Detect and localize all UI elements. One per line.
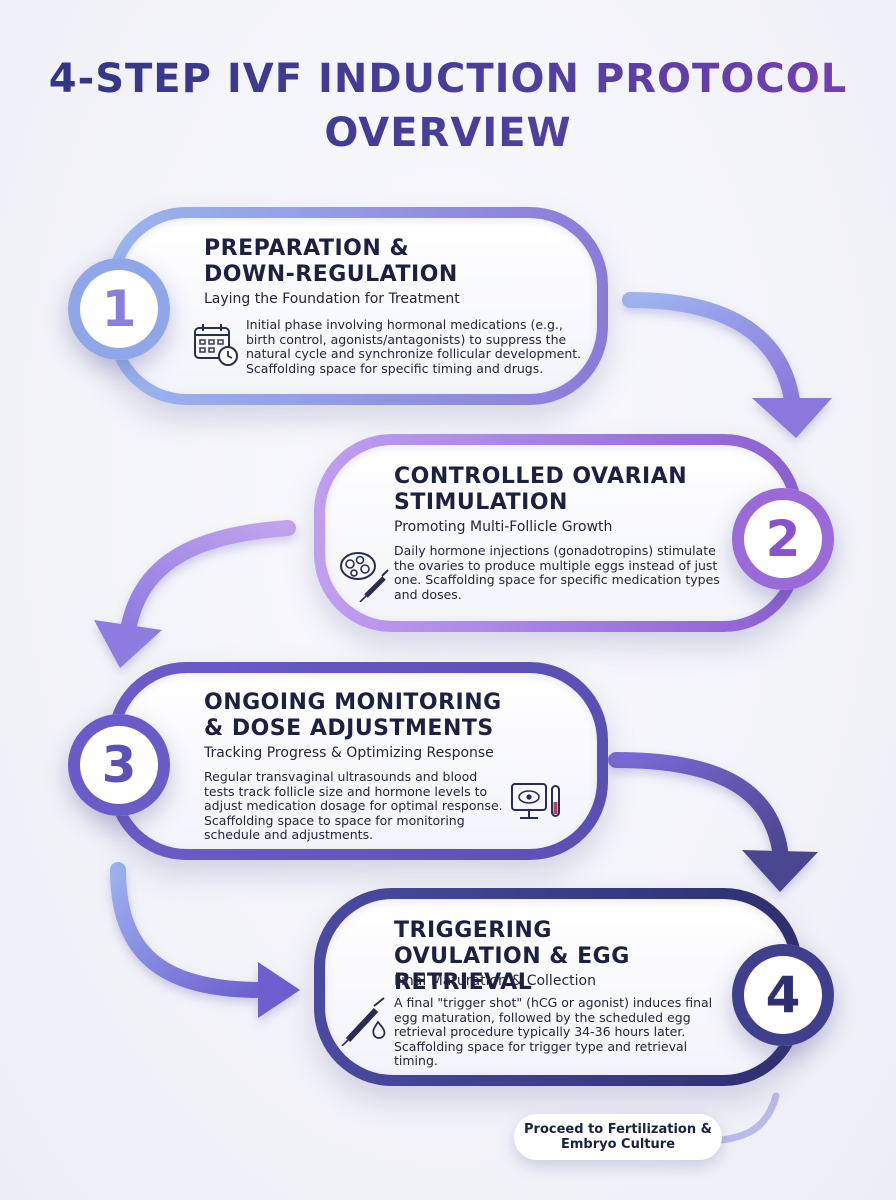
page-title: 4-STEP IVF INDUCTION PROTOCOL OVERVIEW: [0, 52, 896, 160]
step-1-title: PREPARATION & DOWN-REGULATION: [204, 236, 458, 287]
arrow-step2-to-step3: [94, 520, 296, 668]
ovary-syringe-icon: [340, 552, 389, 602]
step-2-number: 2: [765, 510, 801, 568]
step-1-badge: 1: [68, 258, 170, 360]
final-step-label: Proceed to Fertilization & Embryo Cultur…: [524, 1122, 712, 1152]
step-3-subtitle: Tracking Progress & Optimizing Response: [204, 745, 494, 761]
step-4-title: TRIGGERING OVULATION & EGG RETRIEVAL: [394, 918, 630, 995]
ultrasound-monitor-icon: [511, 783, 560, 819]
step-3-title: ONGOING MONITORING & DOSE ADJUSTMENTS: [204, 690, 502, 741]
step-1-number: 1: [101, 280, 137, 338]
step-1-card: [108, 207, 608, 405]
step-2-description: Daily hormone injections (gonadotropins)…: [394, 543, 720, 602]
arrow-into-step4: [110, 862, 300, 1018]
step-3-badge: 3: [68, 714, 170, 816]
step-4-description: A final "trigger shot" (hCG or agonist) …: [394, 995, 713, 1068]
arrow-step1-to-step2: [622, 292, 832, 438]
final-step-pill: Proceed to Fertilization & Embryo Cultur…: [514, 1114, 722, 1160]
step-1-description: Initial phase involving hormonal medicat…: [246, 317, 582, 376]
arrow-to-final: [718, 1092, 780, 1144]
arrow-step3-to-step4: [608, 752, 818, 892]
step-4-card: [314, 888, 802, 1086]
syringe-drop-icon: [341, 997, 386, 1046]
step-4-subtitle: Final Maturation & Collection: [394, 973, 596, 989]
step-2-subtitle: Promoting Multi-Follicle Growth: [394, 519, 613, 535]
step-3-card: [108, 662, 608, 860]
step-4-badge: 4: [732, 944, 834, 1046]
step-3-description: Regular transvaginal ultrasounds and blo…: [204, 769, 503, 842]
step-1-subtitle: Laying the Foundation for Treatment: [204, 291, 460, 307]
step-2-card: [314, 434, 802, 632]
step-2-badge: 2: [732, 488, 834, 590]
step-3-number: 3: [101, 736, 137, 794]
step-2-title: CONTROLLED OVARIAN STIMULATION: [394, 464, 688, 515]
calendar-clock-icon: [194, 324, 238, 366]
step-4-number: 4: [765, 966, 801, 1024]
